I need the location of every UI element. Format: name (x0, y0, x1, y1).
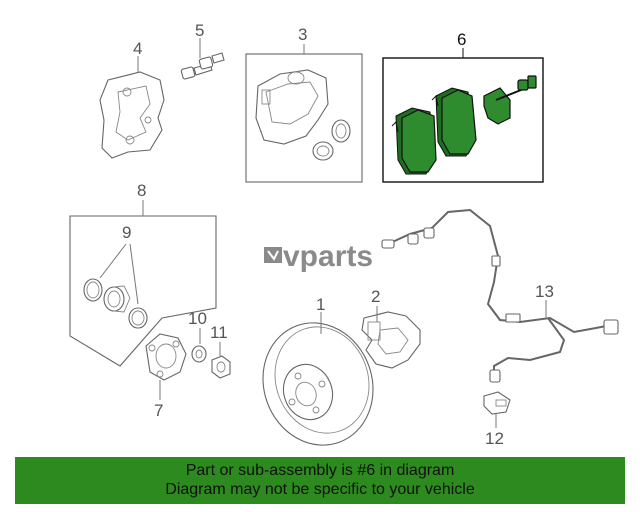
part-10-washer[interactable] (191, 345, 207, 363)
callout-3: 3 (298, 25, 307, 44)
callout-12: 12 (485, 429, 504, 448)
callout-5: 5 (195, 21, 204, 40)
callout-13: 13 (535, 282, 554, 301)
part-11-nut[interactable] (211, 355, 231, 379)
part-4-caliper-bracket[interactable] (99, 56, 165, 159)
callout-4: 4 (133, 39, 142, 58)
callout-10: 10 (188, 309, 207, 328)
part-6-brake-pads[interactable] (391, 75, 537, 175)
callout-8: 8 (137, 181, 146, 200)
part-3-caliper[interactable] (255, 69, 351, 161)
svg-text:vparts: vparts (283, 240, 373, 273)
parts-diagram: 4 5 3 6 8 9 (69, 21, 619, 456)
part-2-splash-shield[interactable] (361, 311, 421, 369)
part-12-speed-sensor[interactable] (483, 369, 511, 415)
part-8-bearing[interactable] (103, 285, 131, 313)
part-13-sensor-harness[interactable] (381, 208, 619, 380)
part-8-box (69, 215, 217, 367)
callout-9: 9 (122, 223, 131, 242)
info-banner: Part or sub-assembly is #6 in diagram Di… (15, 457, 625, 504)
banner-line-2: Diagram may not be specific to your vehi… (165, 481, 475, 498)
callout-1: 1 (316, 295, 325, 314)
part-1-brake-rotor[interactable] (246, 307, 390, 456)
part-5-guide-pins[interactable] (180, 38, 225, 80)
callout-2: 2 (371, 287, 380, 306)
callout-11: 11 (210, 323, 228, 342)
part-7-wheel-hub[interactable] (145, 333, 187, 381)
part-9-snap-rings[interactable] (83, 278, 148, 329)
banner-line-1: Part or sub-assembly is #6 in diagram (185, 462, 455, 479)
brand-logo: vparts (264, 240, 373, 273)
callout-6: 6 (457, 30, 466, 49)
callout-7: 7 (154, 401, 163, 420)
